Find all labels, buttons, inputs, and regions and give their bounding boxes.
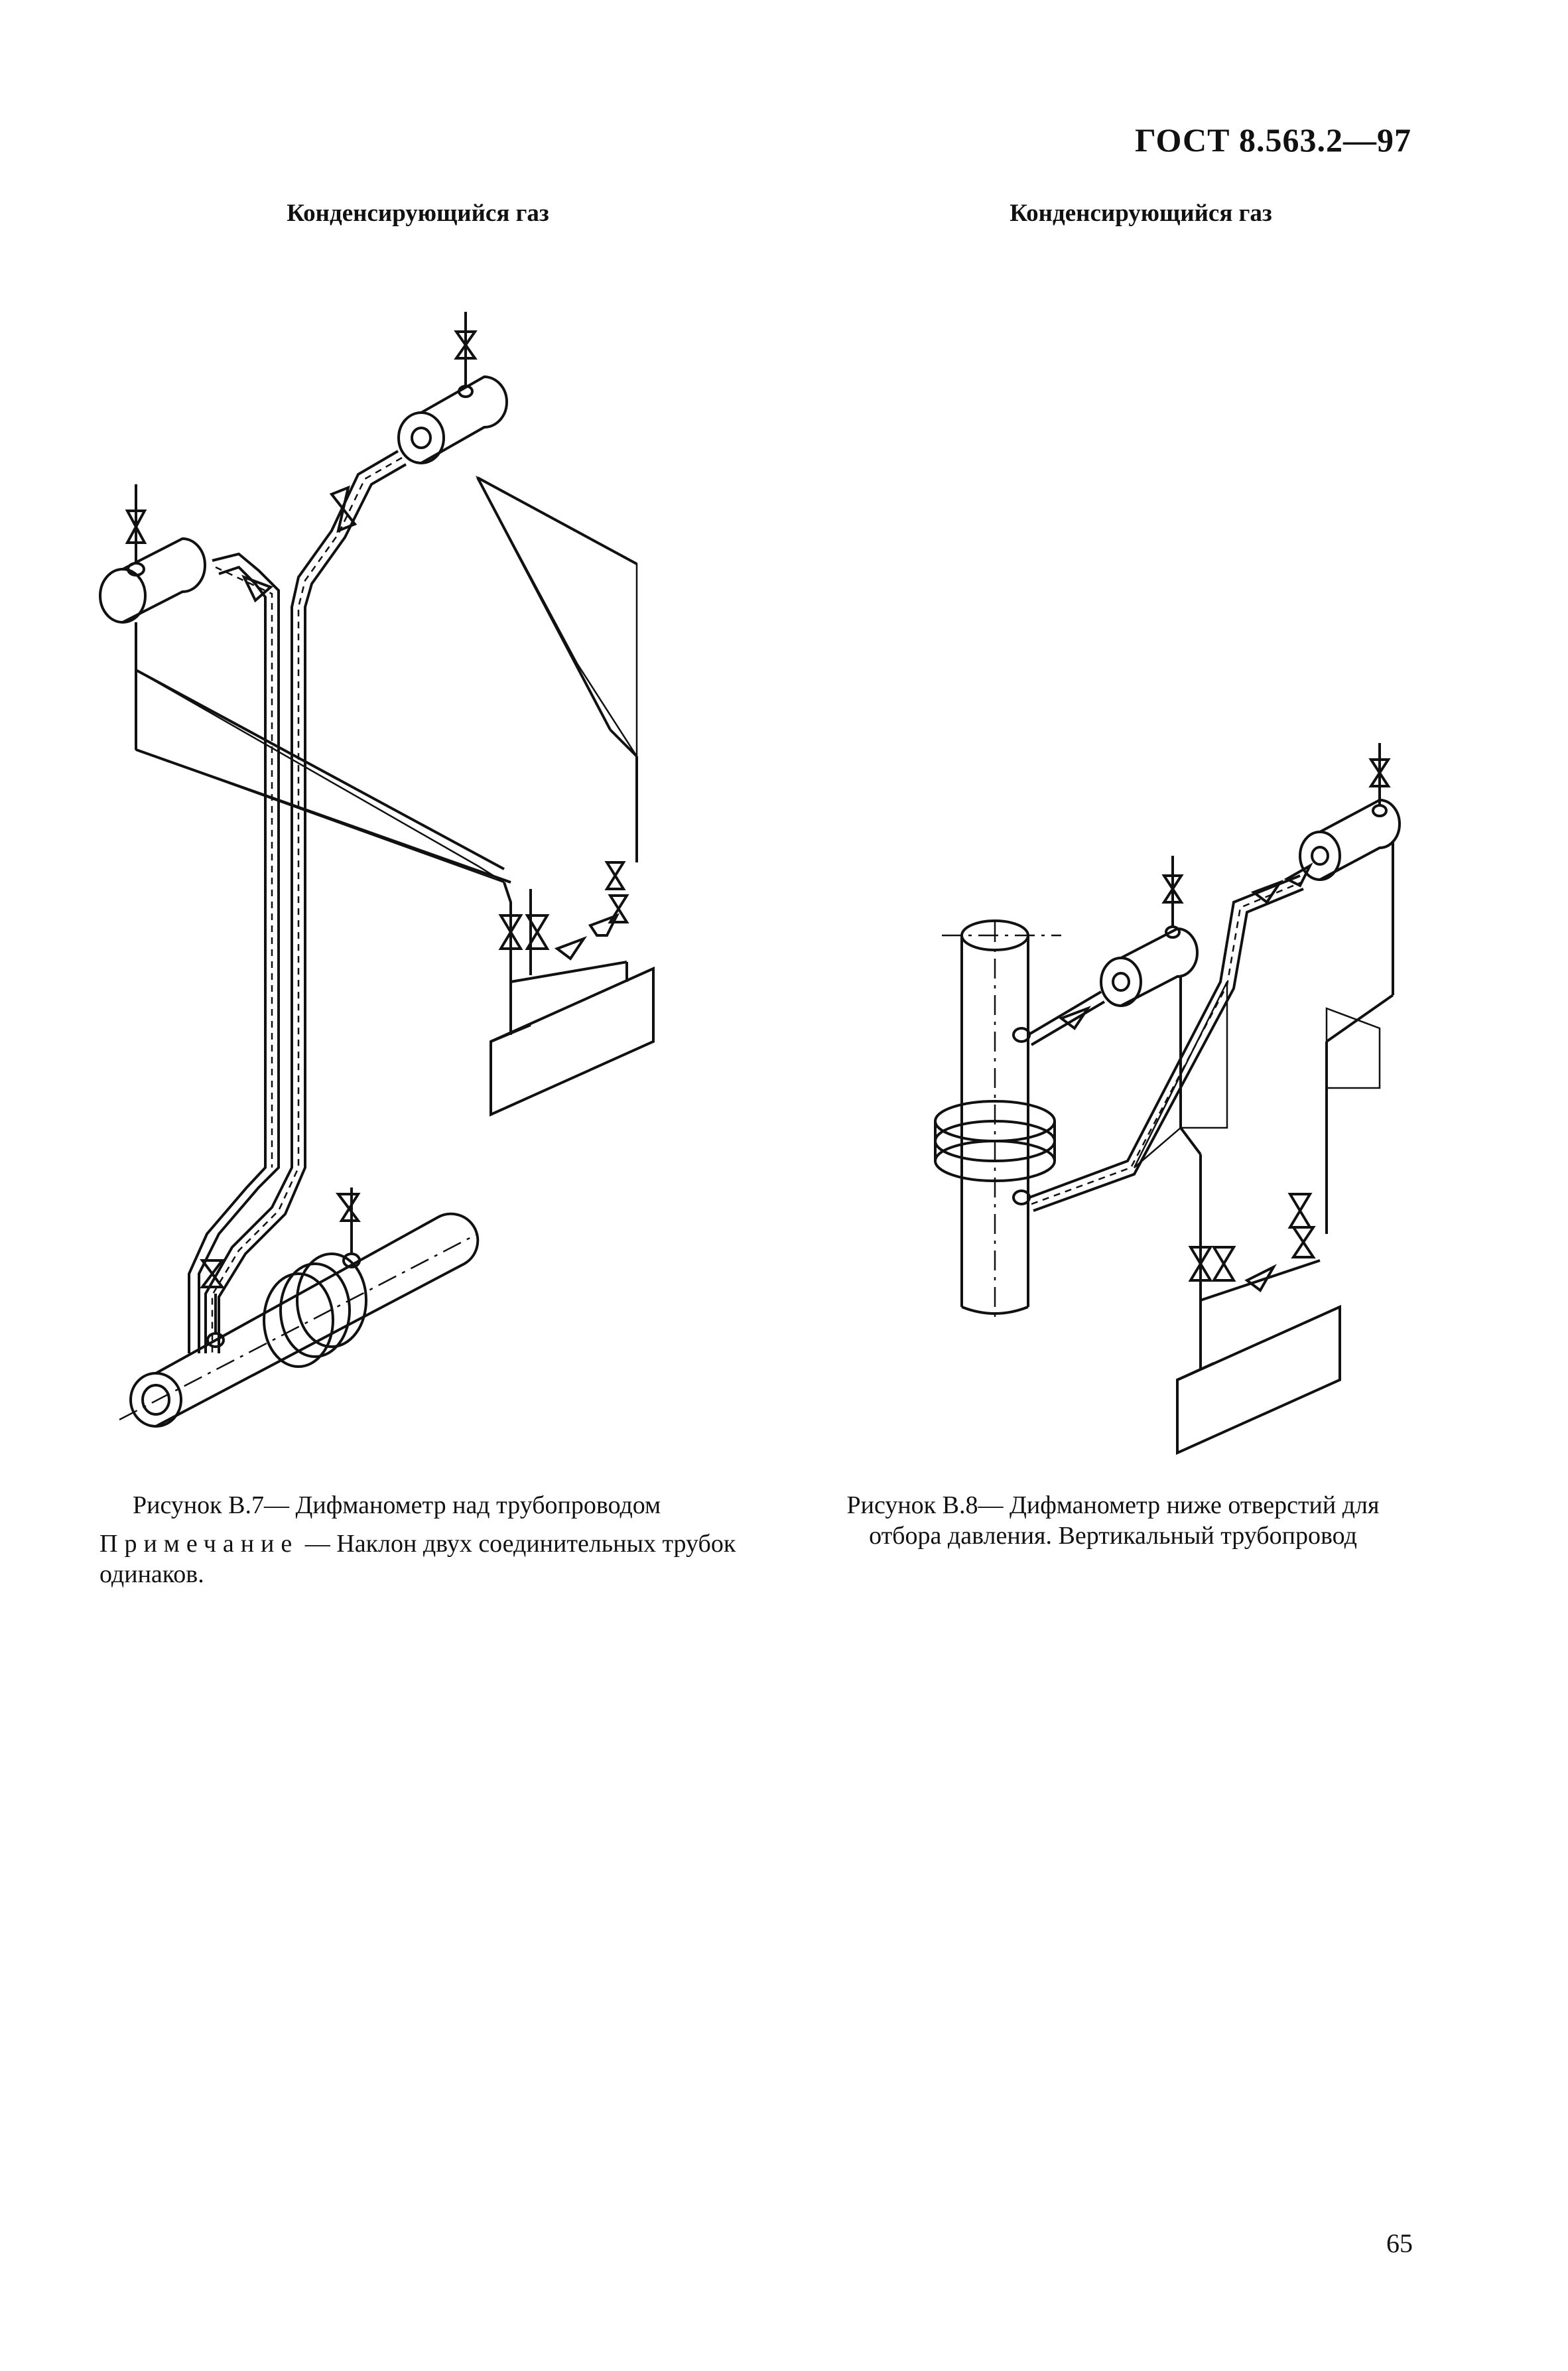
figure-b8-caption-line2: отбора давления. Вертикальный трубопрово… [869,1522,1357,1550]
pipeline-horizontal [119,1187,480,1428]
condensate-vessel-upper [397,312,508,464]
pipeline-vertical [934,919,1061,1320]
differential-manometer-b7 [490,962,655,1117]
figure-b8-title: Конденсирующийся газ [1010,200,1272,227]
condensate-vessel-upper-b8 [1250,743,1401,904]
condensate-vessel-lower [1027,856,1199,1046]
figure-b8-diagram [934,743,1401,1456]
differential-manometer-b8 [1176,1300,1341,1456]
figure-b7-caption: Рисунок В.7— Дифманометр над трубопровод… [133,1491,661,1519]
figure-b7-title: Конденсирующийся газ [287,200,549,227]
figure-b7-note: Примечание — Наклон двух соединительных … [99,1528,736,1590]
note-label: Примечание [99,1530,299,1558]
condensate-vessel-left [99,484,206,624]
page-number: 65 [1386,2228,1413,2258]
figure-b7-diagram [99,312,655,1428]
figure-b8-caption: Рисунок В.8— Дифманометр ниже отверстий … [815,1490,1411,1551]
figure-b8-caption-line1: Рисунок В.8— Дифманометр ниже отверстий … [846,1491,1380,1519]
note-text: — Наклон двух соединительных трубок один… [99,1530,736,1588]
document-header: ГОСТ 8.563.2—97 [1134,121,1411,159]
